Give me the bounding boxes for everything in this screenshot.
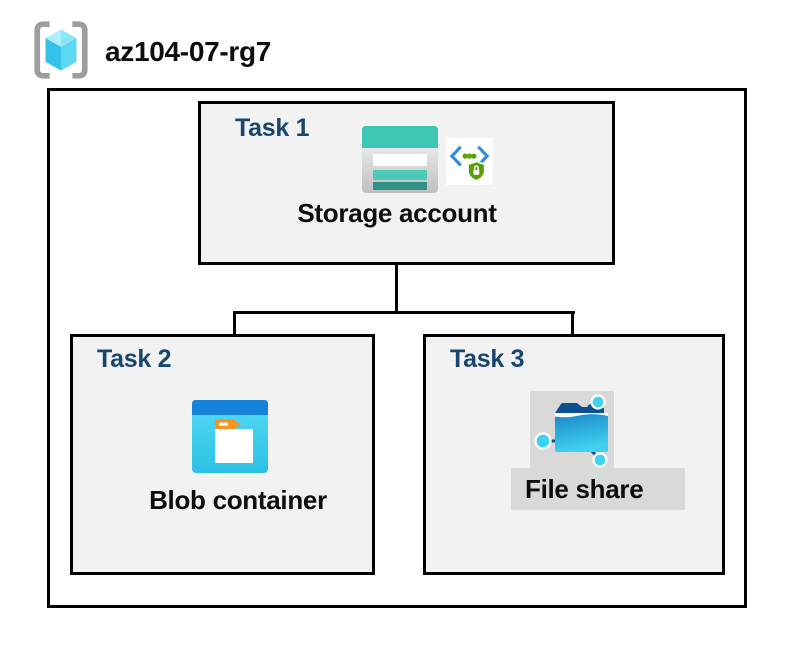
connector-storage-down bbox=[395, 228, 398, 312]
file-share-icon bbox=[534, 394, 608, 468]
task3-label: Task 3 bbox=[450, 345, 525, 373]
blob-container-icon bbox=[192, 400, 268, 473]
storage-account-icon bbox=[362, 126, 438, 193]
storage-account-label: Storage account bbox=[297, 198, 497, 228]
task2-label: Task 2 bbox=[97, 345, 172, 373]
resource-group-icon bbox=[34, 21, 88, 79]
file-share-label: File share bbox=[525, 473, 644, 504]
file-share-label-backdrop: File share bbox=[511, 468, 685, 510]
resource-group-name: az104-07-rg7 bbox=[105, 36, 272, 67]
secured-api-icon bbox=[446, 138, 493, 185]
task1-label: Task 1 bbox=[235, 114, 310, 142]
connector-horizontal bbox=[233, 311, 575, 314]
blob-container-label: Blob container bbox=[149, 485, 327, 515]
